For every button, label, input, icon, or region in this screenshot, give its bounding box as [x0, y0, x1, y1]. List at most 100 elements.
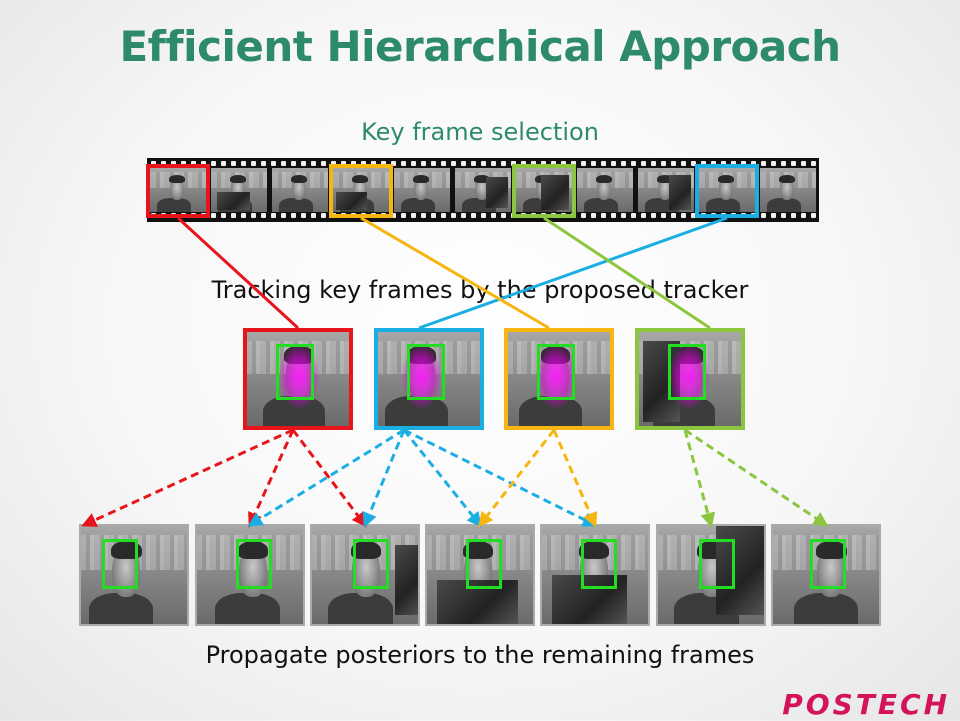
remaining-frame	[311, 525, 419, 625]
selection-line-blue	[418, 216, 728, 330]
held-book	[395, 545, 419, 615]
film-hole	[211, 161, 216, 166]
film-hole	[781, 161, 786, 166]
person-face	[657, 177, 673, 200]
propagation-arrow-red	[291, 429, 367, 528]
film-hole	[401, 161, 406, 166]
film-hole	[801, 161, 806, 166]
film-hole	[501, 213, 506, 218]
person-hair	[474, 175, 490, 183]
propagate-label: Propagate posteriors to the remaining fr…	[205, 641, 755, 669]
film-hole	[491, 161, 496, 166]
film-frame	[638, 168, 694, 212]
key-frame-highlight-red	[146, 164, 210, 218]
tracking-box	[581, 539, 617, 589]
person-hair	[779, 175, 795, 183]
selection-line-red	[176, 216, 300, 330]
film-hole	[661, 161, 666, 166]
film-frame	[211, 168, 267, 212]
film-hole	[681, 161, 686, 166]
film-frame	[455, 168, 511, 212]
key-frame-highlight-blue	[695, 164, 759, 218]
person-hair	[169, 175, 185, 183]
propagation-arrow-green	[684, 428, 829, 527]
film-frame	[516, 168, 572, 212]
film-hole	[711, 161, 716, 166]
person-hair	[291, 175, 307, 183]
remaining-frame	[772, 525, 880, 625]
film-hole	[311, 213, 316, 218]
film-frame	[760, 168, 816, 212]
film-hole	[411, 213, 416, 218]
film-hole	[761, 213, 766, 218]
film-hole	[421, 213, 426, 218]
tracking-box	[699, 539, 735, 589]
film-hole	[801, 213, 806, 218]
film-hole	[611, 161, 616, 166]
held-book	[668, 174, 692, 210]
film-hole	[501, 161, 506, 166]
film-hole	[591, 213, 596, 218]
film-hole	[641, 161, 646, 166]
tracking-box	[407, 344, 445, 400]
film-hole	[391, 161, 396, 166]
film-hole	[691, 213, 696, 218]
film-hole	[751, 161, 756, 166]
film-hole	[451, 213, 456, 218]
person-hair	[596, 175, 612, 183]
propagation-arrow-red	[81, 428, 294, 527]
propagation-arrow-blue	[362, 429, 406, 528]
film-hole	[301, 161, 306, 166]
film-hole	[161, 161, 166, 166]
person-face	[718, 177, 734, 200]
film-hole	[811, 213, 816, 218]
film-hole	[691, 161, 696, 166]
film-hole	[671, 161, 676, 166]
film-hole	[491, 213, 496, 218]
key-frame-highlight-yellow	[329, 164, 393, 218]
film-hole	[701, 161, 706, 166]
film-hole	[151, 161, 156, 166]
film-hole	[631, 213, 636, 218]
person-hair	[578, 541, 610, 559]
film-frame	[577, 168, 633, 212]
propagation-arrow-yellow	[552, 429, 598, 528]
film-hole	[571, 161, 576, 166]
film-hole	[381, 161, 386, 166]
film-hole	[431, 213, 436, 218]
film-hole	[221, 213, 226, 218]
film-hole	[281, 161, 286, 166]
held-book	[335, 192, 367, 210]
postech-logo: POSTECH	[782, 688, 950, 721]
film-hole	[521, 161, 526, 166]
film-hole	[661, 213, 666, 218]
film-hole	[611, 213, 616, 218]
person-hair	[718, 175, 734, 183]
tracking-box	[353, 539, 389, 589]
tracking-box	[102, 539, 138, 589]
film-hole	[441, 213, 446, 218]
film-hole	[371, 161, 376, 166]
film-hole	[321, 213, 326, 218]
film-frame	[272, 168, 328, 212]
person-hair	[238, 541, 269, 559]
film-hole	[181, 161, 186, 166]
film-hole	[481, 161, 486, 166]
film-hole	[271, 161, 276, 166]
slide-title: Efficient Hierarchical Approach	[119, 22, 841, 71]
film-hole	[761, 161, 766, 166]
tracking-box	[668, 344, 706, 400]
person-face	[169, 177, 185, 200]
person-body	[401, 197, 435, 212]
film-hole	[171, 161, 176, 166]
film-hole	[241, 213, 246, 218]
film-hole	[461, 213, 466, 218]
tracking-box	[537, 344, 575, 400]
film-hole	[671, 213, 676, 218]
film-frame	[699, 168, 755, 212]
person-body	[793, 593, 859, 625]
film-frame	[333, 168, 389, 212]
film-hole	[601, 213, 606, 218]
person-hair	[462, 541, 493, 559]
